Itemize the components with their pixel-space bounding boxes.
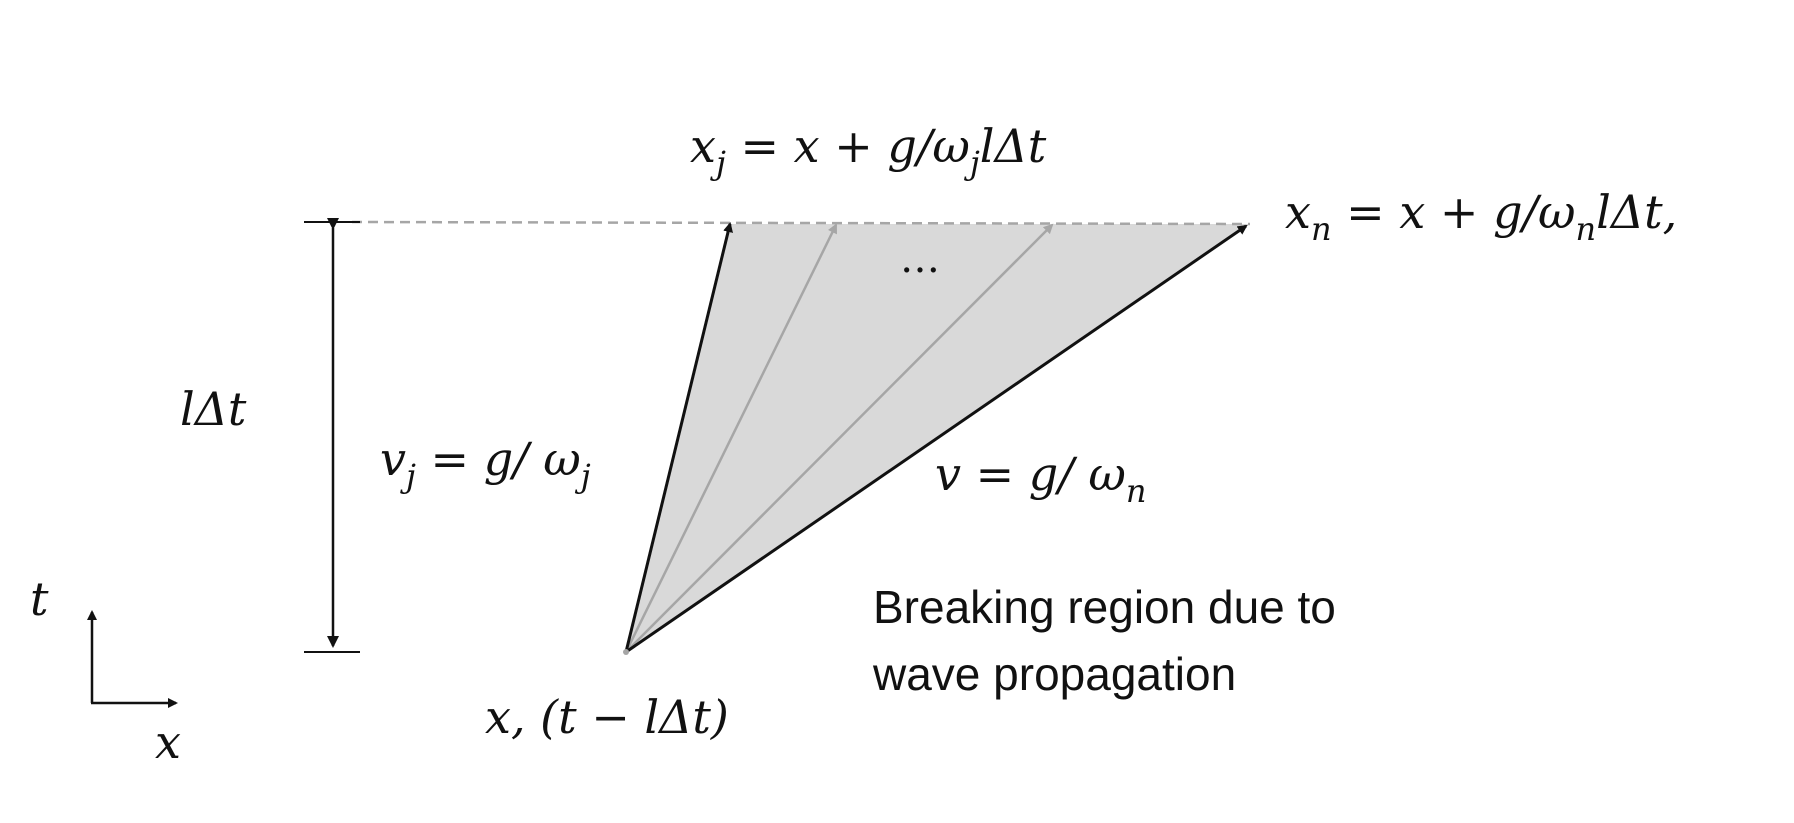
ray-intermediate-1 — [624, 223, 838, 653]
t-axis-label: t — [30, 572, 49, 626]
origin-point — [623, 649, 629, 655]
origin-label: x, (t − lΔt) — [485, 690, 729, 744]
ellipsis-label: … — [900, 236, 940, 282]
breaking-region-caption-line1: Breaking region due to — [873, 581, 1336, 633]
xn-position-label: xn = x + g/ωnlΔt, — [1285, 185, 1677, 248]
time-level-dashed-line — [351, 220, 1251, 226]
vn-velocity-label: v = g/ ωn — [935, 447, 1146, 510]
vj-velocity-label: vj = g/ ωj — [380, 432, 591, 495]
ray-vn-arrow — [625, 224, 1248, 654]
ray-intermediate-2 — [625, 223, 1054, 653]
x-axis-label: x — [155, 715, 181, 769]
interval-label: lΔt — [180, 382, 247, 436]
breaking-region-caption-line2: wave propagation — [872, 648, 1236, 700]
ray-vj-arrow — [624, 222, 733, 653]
xj-position-label: xj = x + g/ωjlΔt — [690, 119, 1047, 182]
